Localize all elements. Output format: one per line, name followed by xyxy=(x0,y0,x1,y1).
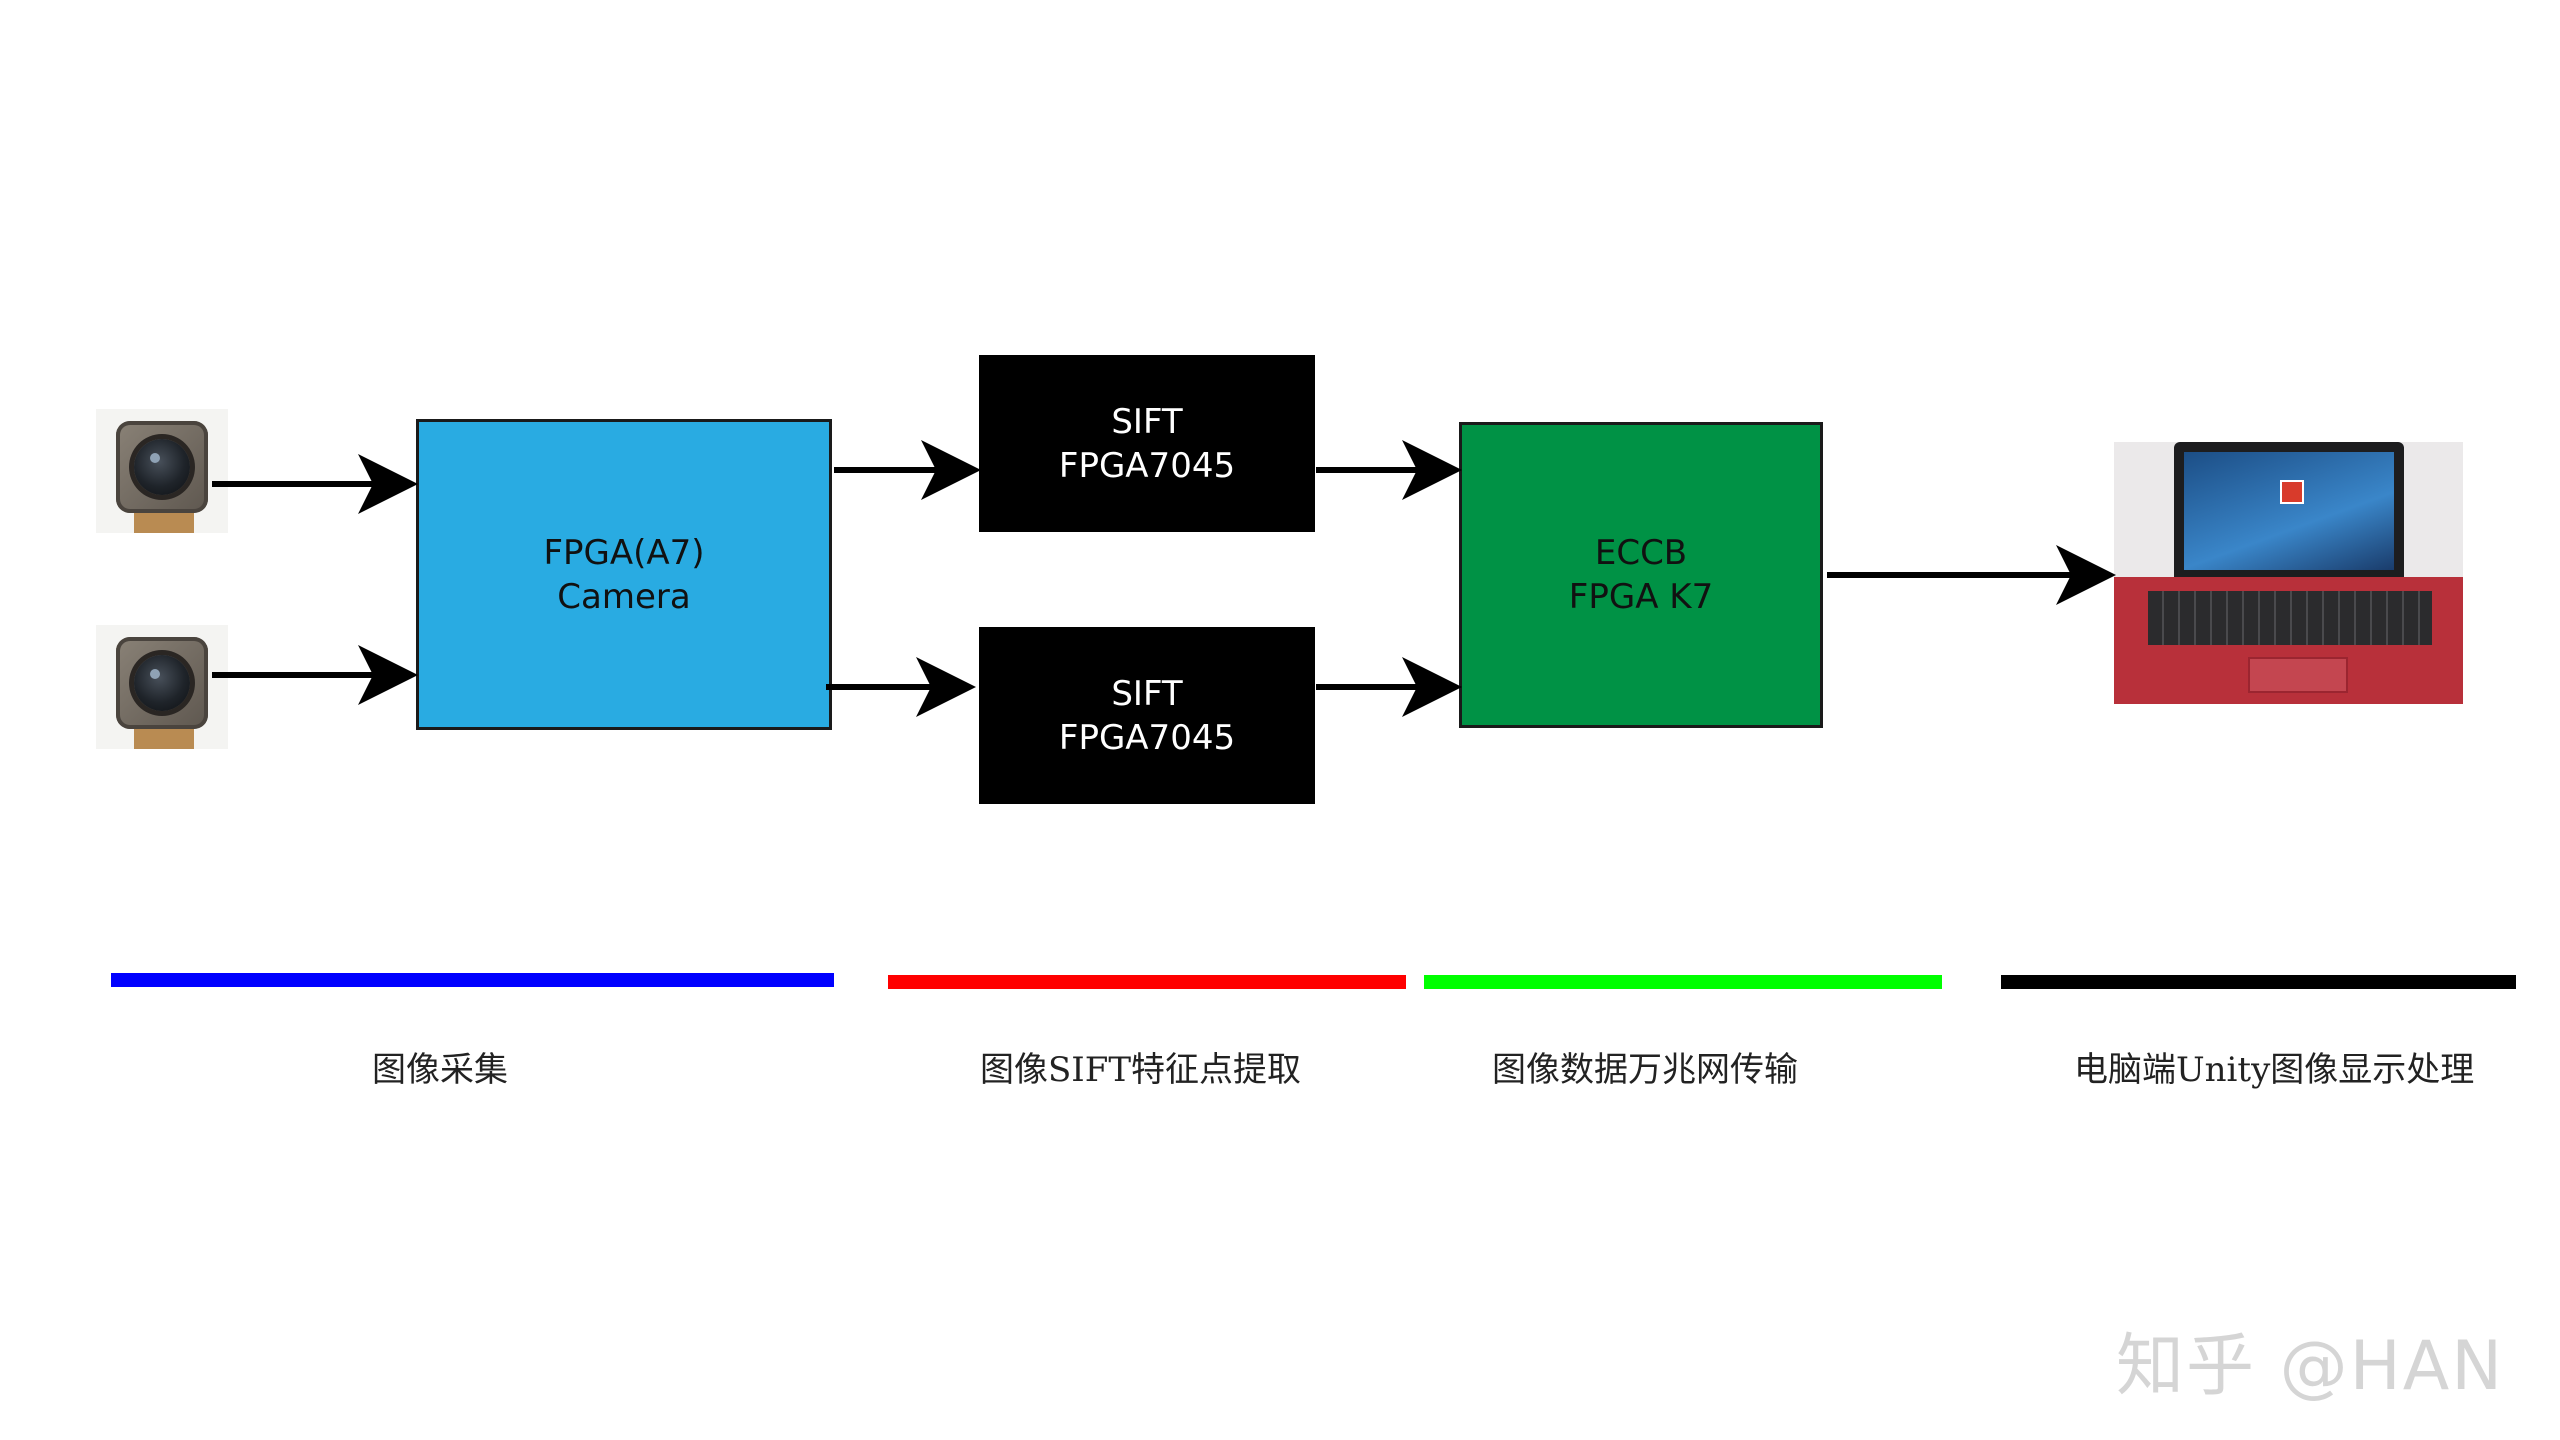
sensor-body xyxy=(116,637,208,729)
sensor-lens xyxy=(134,655,190,711)
laptop-screen xyxy=(2184,452,2394,570)
laptop-deck xyxy=(2114,577,2463,704)
stage-bar-sift xyxy=(888,975,1406,989)
laptop-image xyxy=(2114,442,2463,704)
sensor-lens xyxy=(134,439,190,495)
fpga-camera-block: FPGA(A7) Camera xyxy=(416,419,832,730)
camera-sensor-image-bottom xyxy=(96,625,228,749)
sift-top-line1: SIFT xyxy=(1111,401,1183,442)
stage-bar-transfer xyxy=(1424,975,1942,989)
eccb-line1: ECCB xyxy=(1594,533,1688,573)
sensor-body xyxy=(116,421,208,513)
laptop-touchpad xyxy=(2248,657,2348,693)
stage-bar-capture xyxy=(111,973,834,987)
stage-label-capture: 图像采集 xyxy=(372,1050,508,1090)
eccb-line2: FPGA K7 xyxy=(1568,577,1714,617)
stage-bar-display xyxy=(2001,975,2516,989)
sift-bottom-line1: SIFT xyxy=(1111,673,1183,714)
stage-label-display: 电脑端Unity图像显示处理 xyxy=(2074,1050,2475,1090)
camera-sensor-image-top xyxy=(96,409,228,533)
sift-block-bottom: SIFT FPGA7045 xyxy=(979,627,1315,804)
sift-top-line2: FPGA7045 xyxy=(1058,445,1236,486)
login-user-icon xyxy=(2280,480,2304,504)
laptop-keyboard xyxy=(2148,591,2432,645)
sensor-flex-cable xyxy=(134,725,194,749)
fpga-camera-line1: FPGA(A7) xyxy=(543,532,705,573)
sift-block-top: SIFT FPGA7045 xyxy=(979,355,1315,532)
laptop-lid xyxy=(2174,442,2404,577)
stage-label-transfer: 图像数据万兆网传输 xyxy=(1492,1050,1798,1090)
sift-bottom-line2: FPGA7045 xyxy=(1058,717,1236,758)
fpga-camera-line2: Camera xyxy=(557,576,691,617)
watermark: 知乎 @HAN xyxy=(2116,1327,2505,1406)
eccb-block: ECCB FPGA K7 xyxy=(1459,422,1823,728)
sensor-flex-cable xyxy=(134,509,194,533)
stage-label-sift: 图像SIFT特征点提取 xyxy=(980,1050,1301,1090)
